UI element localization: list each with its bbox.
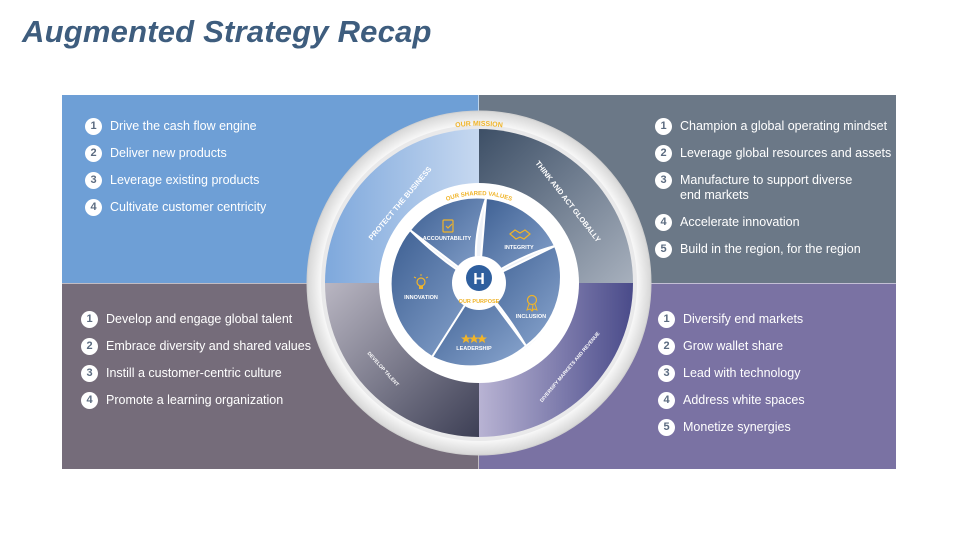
award-medal-icon xyxy=(526,294,538,313)
list-item: 2 Embrace diversity and shared values xyxy=(81,338,311,355)
list-item-text: Develop and engage global talent xyxy=(106,312,293,326)
number-badge: 1 xyxy=(655,118,672,135)
list-item-text: Champion a global operating mindset xyxy=(680,119,888,133)
number-badge: 2 xyxy=(85,145,102,162)
value-petal-inclusion xyxy=(477,244,562,348)
list-item: 1 Drive the cash flow engine xyxy=(85,118,257,135)
list-item-text: Grow wallet share xyxy=(683,339,784,353)
list-item-text: Address white spaces xyxy=(683,393,805,407)
number-badge: 1 xyxy=(85,118,102,135)
number-badge: 4 xyxy=(658,392,675,409)
list-item: 2 Grow wallet share xyxy=(658,338,784,355)
list-item: 2 Deliver new products xyxy=(85,145,227,162)
number-badge: 3 xyxy=(658,365,675,382)
number-badge: 2 xyxy=(81,338,98,355)
list-item: 4 Accelerate innovation xyxy=(655,214,800,231)
number-badge: 3 xyxy=(85,172,102,189)
list-item: 5 Monetize synergies xyxy=(658,419,791,436)
list-item-text: Build in the region, for the region xyxy=(680,242,861,256)
number-badge: 3 xyxy=(81,365,98,382)
value-label-inclusion: INCLUSION xyxy=(516,314,546,320)
list-item-text: Leverage global resources and assets xyxy=(680,146,892,160)
value-petal-integrity xyxy=(477,196,557,286)
list-item: 5 Build in the region, for the region xyxy=(655,241,861,258)
number-badge: 5 xyxy=(658,419,675,436)
list-item-text: Promote a learning organization xyxy=(106,393,284,407)
list-item: 3 Leverage existing products xyxy=(85,172,260,189)
company-logo-letter: H xyxy=(473,271,485,288)
lightbulb-icon xyxy=(413,274,429,289)
list-item: 4 Promote a learning organization xyxy=(81,392,284,409)
value-label-accountability: ACCOUNTABILITY xyxy=(423,236,472,242)
number-badge: 2 xyxy=(658,338,675,355)
purpose-label: OUR PURPOSE xyxy=(459,299,500,305)
list-item: 3 Lead with technology xyxy=(658,365,801,382)
clipboard-check-icon xyxy=(442,219,454,233)
list-item-text: Diversify end markets xyxy=(683,312,804,326)
value-label-leadership: LEADERSHIP xyxy=(456,346,492,352)
number-badge: 4 xyxy=(81,392,98,409)
number-badge: 3 xyxy=(655,172,672,189)
list-item: 4 Address white spaces xyxy=(658,392,805,409)
list-item-text: Cultivate customer centricity xyxy=(110,200,267,214)
list-item-text: Lead with technology xyxy=(683,366,801,380)
number-badge: 4 xyxy=(85,199,102,216)
number-badge: 1 xyxy=(658,311,675,328)
number-badge: 2 xyxy=(655,145,672,162)
list-item: 1 Champion a global operating mindset xyxy=(655,118,888,135)
page-title: Augmented Strategy Recap xyxy=(22,14,432,49)
mission-label: OUR MISSION xyxy=(455,121,503,130)
handshake-icon xyxy=(509,229,531,240)
list-item-text: Leverage existing products xyxy=(110,173,260,187)
list-item: 3 Manufacture to support diverse end mark… xyxy=(655,172,865,203)
list-item: 1 Diversify end markets xyxy=(658,311,804,328)
value-petal-innovation xyxy=(389,228,481,359)
list-item-text: Instill a customer-centric culture xyxy=(106,366,282,380)
company-logo xyxy=(466,265,492,291)
list-item: 2 Leverage global resources and assets xyxy=(655,145,892,162)
stars-icon xyxy=(461,334,487,343)
list-item-text: Deliver new products xyxy=(110,146,227,160)
number-badge: 5 xyxy=(655,241,672,258)
list-item: 1 Develop and engage global talent xyxy=(81,311,293,328)
number-badge: 4 xyxy=(655,214,672,231)
list-item-text: Accelerate innovation xyxy=(680,215,800,229)
list-item: 3 Instill a customer-centric culture xyxy=(81,365,282,382)
value-label-integrity: INTEGRITY xyxy=(504,245,534,251)
value-label-innovation: INNOVATION xyxy=(404,295,438,301)
list-item-text: Manufacture to support diverse end marke… xyxy=(680,173,853,202)
number-badge: 1 xyxy=(81,311,98,328)
list-item-text: Monetize synergies xyxy=(683,420,791,434)
list-item-text: Embrace diversity and shared values xyxy=(106,339,311,353)
list-item: 4 Cultivate customer centricity xyxy=(85,199,267,216)
list-item-text: Drive the cash flow engine xyxy=(110,119,257,133)
